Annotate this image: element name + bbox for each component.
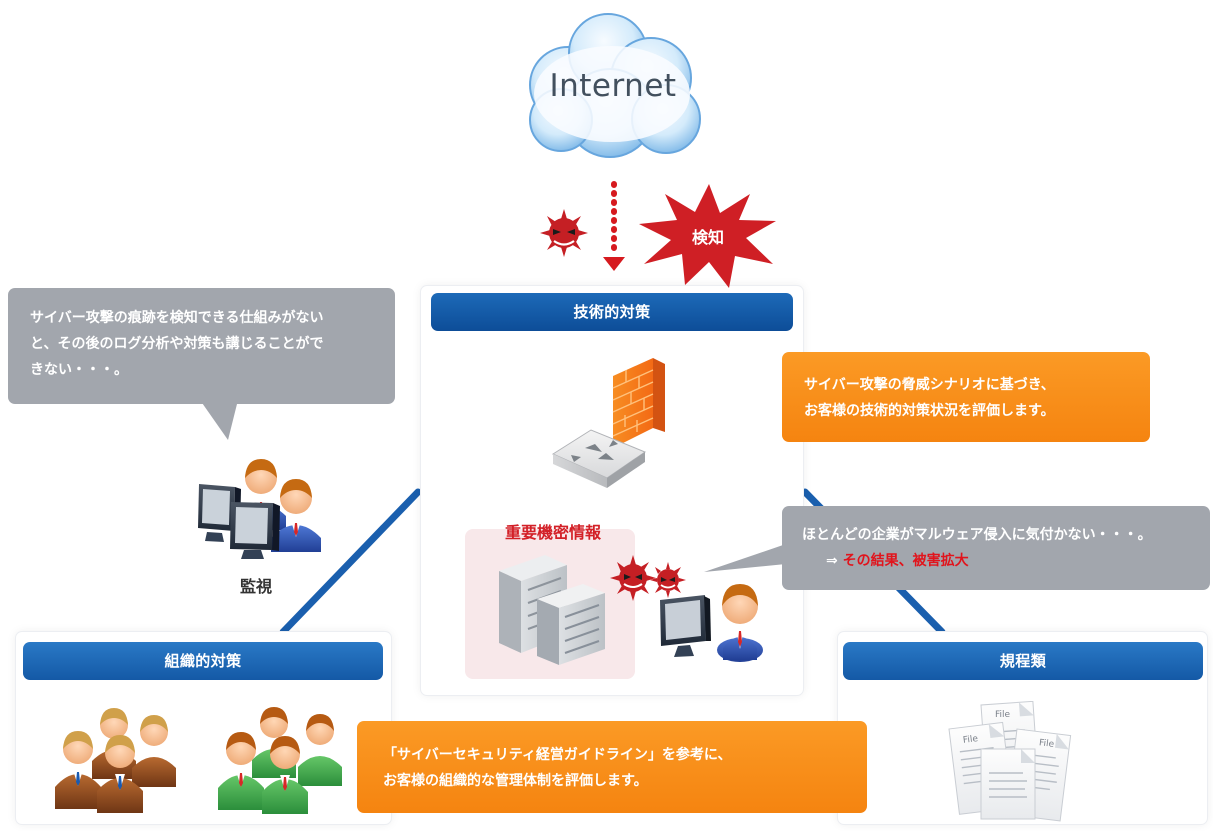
bubble-tail-top-left xyxy=(200,400,238,440)
malware-emphasis: その結果、被害拡大 xyxy=(842,553,969,569)
detection-burst: 検知 xyxy=(637,182,779,290)
malware-arrow-prefix: ⇒ xyxy=(826,553,843,569)
speech-bubble-organizational-evaluation: 「サイバーセキュリティ経営ガイドライン」を参考に、 お客様の組織的な管理体制を評… xyxy=(357,721,867,813)
speech-bubble-malware: ほとんどの企業がマルウェア侵入に気付かない・・・。 ⇒ その結果、被害拡大 xyxy=(782,506,1210,590)
operator-icon xyxy=(656,576,764,664)
file-label-right: File xyxy=(1038,738,1055,750)
bubble-tail-malware xyxy=(704,544,786,572)
technical-header: 技術的対策 xyxy=(431,293,793,331)
green-team-icon xyxy=(208,706,348,820)
malware-line-2: ⇒ その結果、被害拡大 xyxy=(802,548,1190,574)
speech-bubble-technical-evaluation: サイバー攻撃の脅威シナリオに基づき、 お客様の技術的対策状況を評価します。 xyxy=(782,352,1150,442)
virus-icon-top xyxy=(538,207,590,259)
malware-line-1: ほとんどの企業がマルウェア侵入に気付かない・・・。 xyxy=(802,527,1152,543)
file-label-top: File xyxy=(995,710,1011,720)
speech-bubble-top-left: サイバー攻撃の痕跡を検知できる仕組みがない と、その後のログ分析や対策も講じるこ… xyxy=(8,288,395,404)
internet-label: Internet xyxy=(549,68,677,104)
rules-header: 規程類 xyxy=(843,642,1203,680)
organizational-header: 組織的対策 xyxy=(23,642,383,680)
monitoring-label: 監視 xyxy=(239,577,272,596)
dotted-arrow xyxy=(603,181,625,271)
confidential-label: 重要機密情報 xyxy=(504,523,601,542)
connector-left xyxy=(279,488,422,636)
brown-team-icon xyxy=(48,707,180,819)
server-icon xyxy=(485,545,617,667)
burst-label: 検知 xyxy=(691,228,724,247)
internet-cloud: Internet xyxy=(500,8,726,174)
documents-icon: File File File xyxy=(945,701,1077,823)
file-label-left: File xyxy=(962,734,979,746)
firewall-icon xyxy=(545,356,671,492)
monitoring-workstation-icon xyxy=(193,458,323,570)
virus-icon-group xyxy=(608,551,692,605)
